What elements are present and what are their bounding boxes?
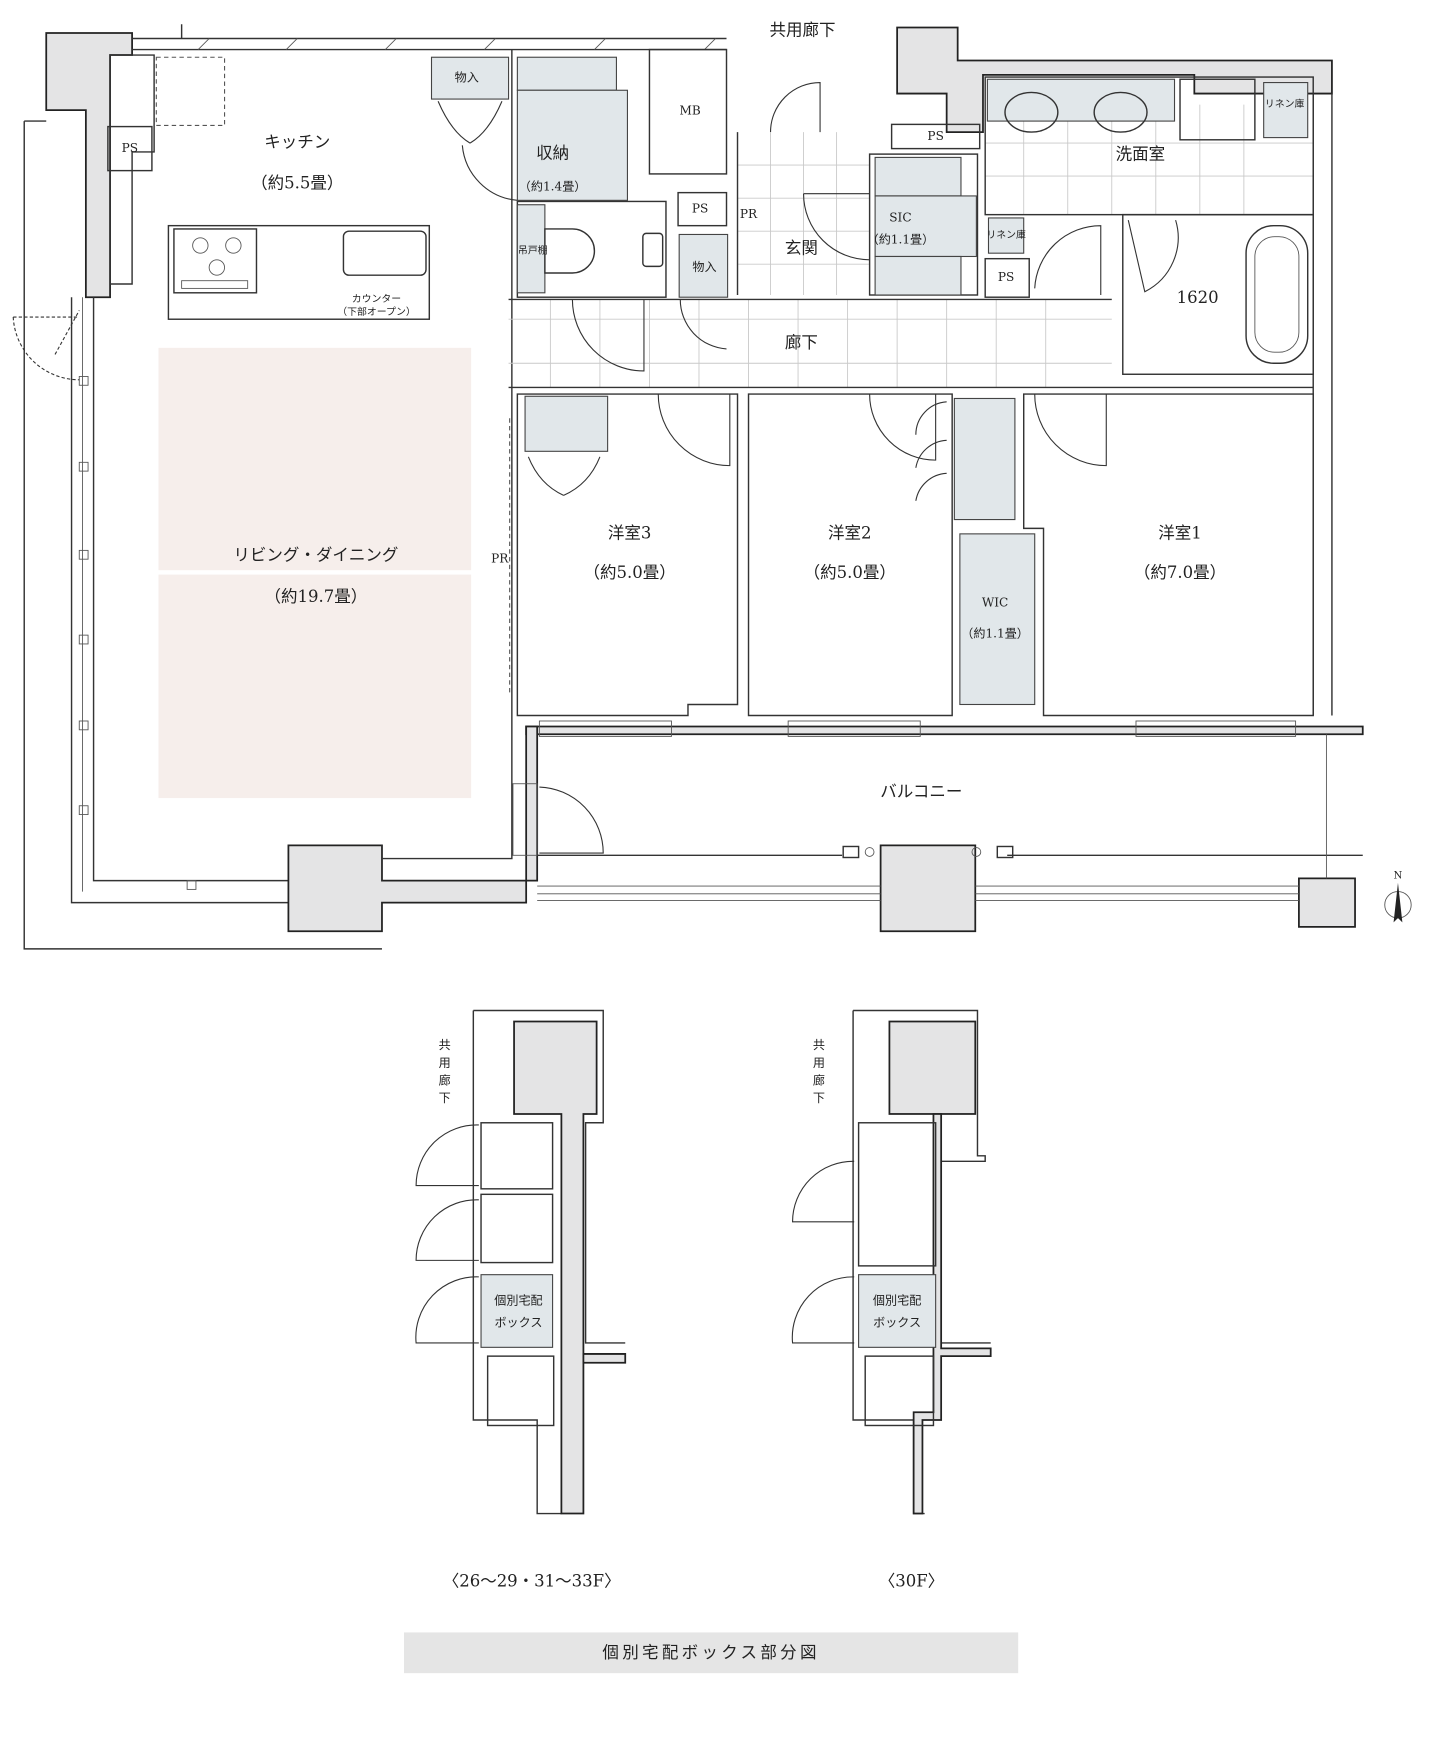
north-arrow-icon: N <box>1384 871 1412 923</box>
basin-icon <box>1093 91 1148 133</box>
corridor-label-char: 下 <box>813 1091 825 1105</box>
wic-size: （約1.1畳） <box>961 626 1029 641</box>
delivery-box-label: ボックス <box>873 1316 921 1330</box>
storage-size: （約1.4畳） <box>519 179 587 194</box>
entrance-area: 共用廊下 PR 玄関 SIC （約1.1畳） PS 廊下 <box>508 20 1314 389</box>
detail-title-bar: 個別宅配ボックス部分図 <box>403 1632 1019 1674</box>
pr-label: PR <box>740 207 758 221</box>
basin-icon <box>1004 91 1059 133</box>
wic-label: WIC <box>982 596 1008 610</box>
room2-label: 洋室2 <box>828 523 872 542</box>
common-corridor-label: 共用廊下 <box>769 20 835 39</box>
corridor-label-char: 下 <box>439 1091 451 1105</box>
room2-size: （約5.0畳） <box>804 563 896 582</box>
ps-box <box>107 125 153 172</box>
delivery-box-label: 個別宅配 <box>873 1293 921 1308</box>
delivery-detail-left: 共 用 廊 下 個別宅配 ボックス 〈26〜29・31〜33F〉 <box>415 1009 627 1590</box>
window-mullions <box>78 376 197 890</box>
counter-note: （下部オープン） <box>337 305 416 318</box>
bedrooms: 洋室3 （約5.0畳） 洋室2 （約5.0畳） WIC （約1.1畳） 洋室1 … <box>516 393 1314 717</box>
hanging-shelf-label: 吊戸棚 <box>518 243 548 256</box>
storage-label: 収納 <box>536 144 569 163</box>
living-dining-size: （約19.7畳） <box>265 587 368 606</box>
dining-rug <box>158 574 472 799</box>
pr-label: PR <box>491 552 509 566</box>
bathtub-icon <box>1245 224 1309 364</box>
kitchen-counter <box>167 224 431 320</box>
fridge-space <box>155 56 226 127</box>
kitchen-size: （約5.5畳） <box>251 173 343 192</box>
detail-title: 個別宅配ボックス部分図 <box>602 1643 819 1662</box>
room3-size: （約5.0畳） <box>584 563 676 582</box>
corridor-label-char: 共 <box>813 1038 825 1052</box>
kitchen-label: キッチン <box>264 133 330 152</box>
ps-label: PS <box>998 270 1014 284</box>
kitchen-area: PS キッチン （約5.5畳） カウンター （下部オープン） リビング・ダイニン… <box>107 49 513 860</box>
delivery-box-label: 個別宅配 <box>494 1293 542 1308</box>
living-rug <box>158 347 472 571</box>
corridor-label-char: 廊 <box>439 1072 451 1087</box>
washer-space <box>1179 78 1256 141</box>
room1-size: （約7.0畳） <box>1134 563 1226 582</box>
balcony-label: バルコニー <box>880 782 962 801</box>
counter-label: カウンター <box>352 293 401 305</box>
north-label: N <box>1394 871 1403 882</box>
room3-label: 洋室3 <box>608 523 651 542</box>
sic-size: （約1.1畳） <box>867 231 935 246</box>
entrance-label: 玄関 <box>785 238 818 257</box>
corridor-label-char: 用 <box>439 1056 451 1070</box>
closet-label: 物入 <box>455 71 479 85</box>
sink-icon <box>342 230 427 276</box>
balcony: バルコニー N <box>512 720 1412 923</box>
sic-label: SIC <box>889 210 911 224</box>
room1-label: 洋室1 <box>1158 523 1202 542</box>
delivery-detail-right: 共 用 廊 下 個別宅配 ボックス 〈30F〉 <box>791 1009 992 1590</box>
washroom-label: 洗面室 <box>1116 145 1166 164</box>
mb-label: MB <box>680 104 701 118</box>
closet-area: 物入 収納 （約1.4畳） MB 吊戸棚 PS 物入 <box>430 48 729 298</box>
structure <box>12 24 1356 950</box>
ps-label: PS <box>927 129 943 143</box>
stove-icon <box>173 228 258 294</box>
corridor-label-char: 共 <box>439 1038 451 1052</box>
hallway-label: 廊下 <box>785 333 818 352</box>
right-caption: 〈30F〉 <box>879 1571 944 1590</box>
ps-label: PS <box>122 141 138 155</box>
corridor-label-char: 廊 <box>813 1072 825 1087</box>
delivery-box-label: ボックス <box>494 1316 542 1330</box>
wet-area: リネン庫 洗面室 リネン庫 PS 1620 <box>984 76 1314 375</box>
toilet-icon <box>544 228 596 274</box>
bathroom <box>1122 213 1314 375</box>
living-dining-label: リビング・ダイニング <box>233 545 398 564</box>
left-caption: 〈26〜29・31〜33F〉 <box>443 1571 621 1590</box>
linen-label: リネン庫 <box>1265 97 1305 110</box>
bath-size-label: 1620 <box>1177 288 1219 307</box>
linen-label: リネン庫 <box>986 228 1026 241</box>
ps-label: PS <box>692 202 708 216</box>
closet-label: 物入 <box>692 260 716 274</box>
corridor-label-char: 用 <box>813 1056 825 1070</box>
